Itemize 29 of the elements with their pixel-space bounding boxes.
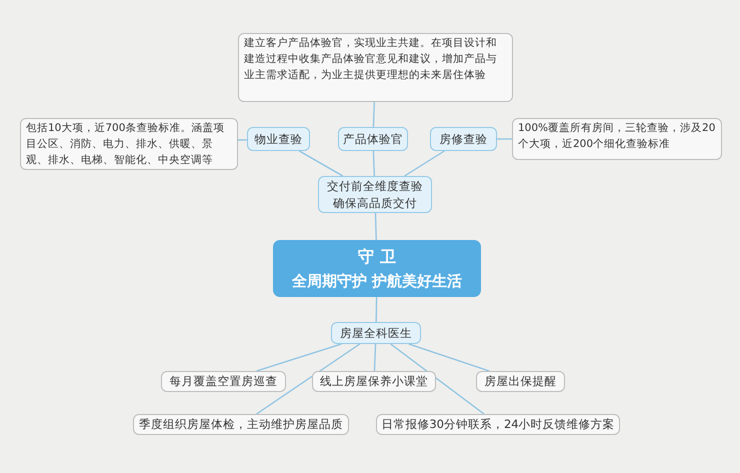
note-box: 建立客户产品体验官，实现业主共建。在项目设计和建造过程中收集产品体验官意见和建议，增加产品与业主需求适配，为业主提供更理想的未来居住体验 — [238, 33, 513, 102]
connector-line — [408, 343, 490, 372]
central-topic-box — [273, 240, 481, 297]
leaf-box: 房屋出保提醒 — [476, 371, 565, 392]
connector-line — [497, 138, 512, 140]
connector-line — [390, 343, 484, 415]
leaf-box: 线上房屋保养小课堂 — [312, 371, 436, 392]
connector-line — [372, 102, 375, 128]
connector-line — [376, 296, 378, 322]
connector-line — [256, 343, 342, 372]
leaf-box: 日常报修30分钟联系，24小时反馈维修方案 — [376, 414, 620, 435]
topic-title: 守 卫 — [358, 246, 396, 268]
connector-line — [299, 150, 344, 177]
subtopic-box: 物业查验 — [247, 127, 310, 151]
subtopic-box: 房屋全科医生 — [331, 322, 421, 344]
connector-line — [374, 344, 376, 372]
note-box: 100%覆盖所有房间，三轮查验，涉及20个大项，近200个细化查验标准 — [512, 118, 722, 160]
connector-line — [404, 150, 445, 177]
connector-line — [256, 343, 360, 415]
leaf-box: 每月覆盖空置房巡查 — [161, 371, 286, 392]
leaf-box: 季度组织房屋体检，主动维护房屋品质 — [133, 414, 349, 435]
connector-line — [374, 212, 377, 240]
connector-line — [372, 150, 375, 176]
subtopic-box: 产品体验官 — [338, 127, 408, 151]
note-box: 包括10大项，近700条查验标准。涵盖项目公区、消防、电力、排水、供暖、景观、排水、电梯、智能化、中央空调等 — [20, 118, 238, 170]
subtopic-box: 房修查验 — [430, 127, 497, 151]
subtopic-box: 交付前全维度查验确保高品质交付 — [318, 176, 432, 213]
topic-subtitle: 全周期守护 护航美好生活 — [292, 270, 462, 292]
connector-line — [238, 139, 248, 141]
